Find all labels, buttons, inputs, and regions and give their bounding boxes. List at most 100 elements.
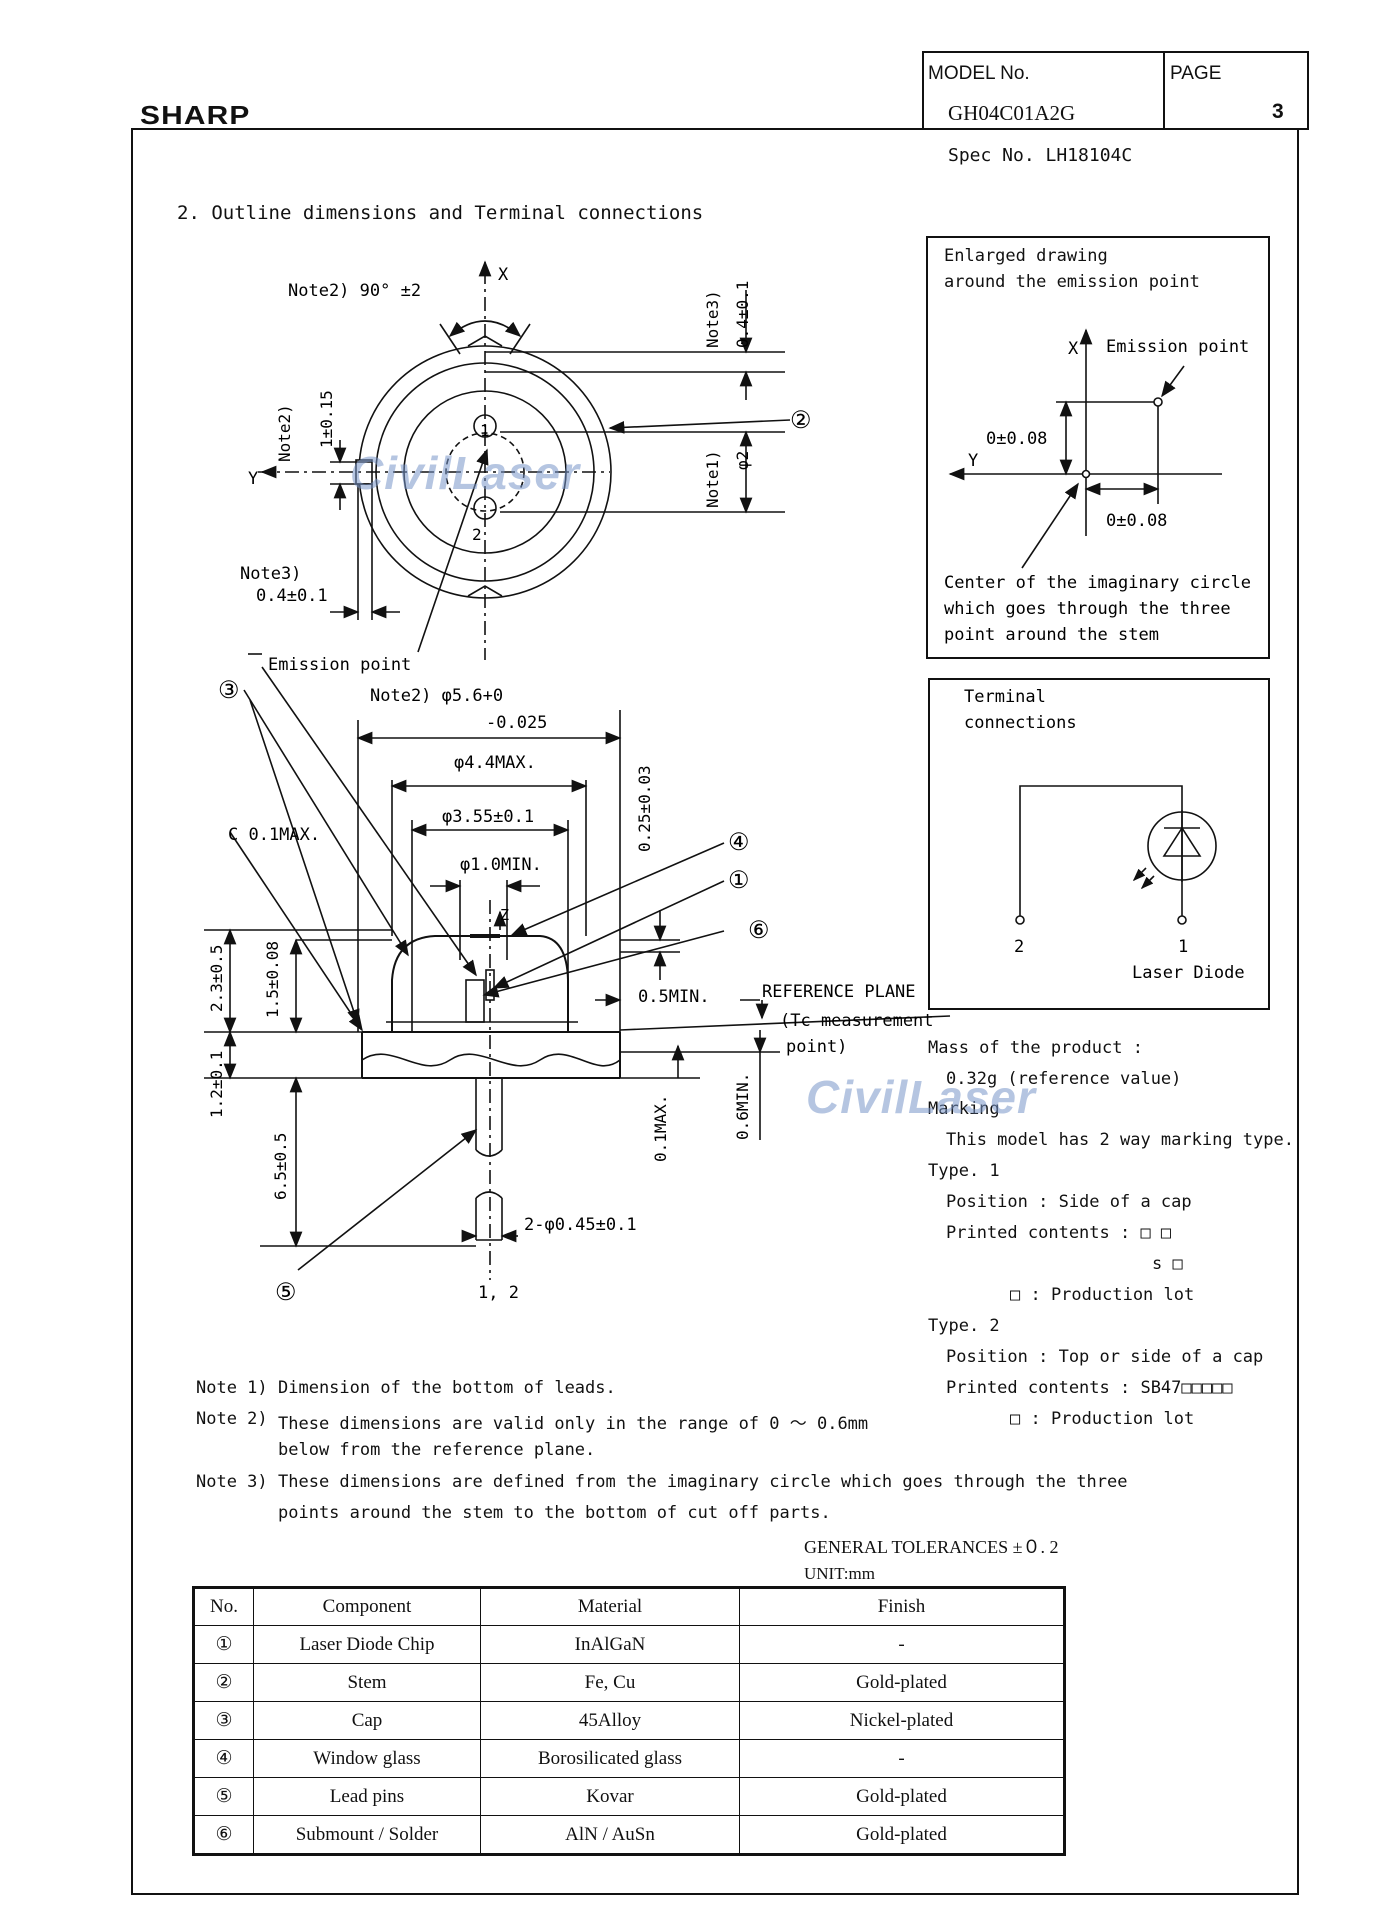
callout-6: ⑥	[748, 916, 770, 944]
enlarged-dim-h: 0±0.08	[1106, 511, 1167, 531]
callout-4: ④	[728, 828, 750, 856]
dim-15: 1.5±0.08	[263, 941, 282, 1018]
terminal-pin1: 1	[1178, 937, 1188, 957]
table-row: ③ Cap 45Alloy Nickel-plated	[193, 1701, 1065, 1740]
note3-text-a: These dimensions are defined from the im…	[278, 1472, 1128, 1492]
parts-table: No. Component Material Finish ① Laser Di…	[192, 1586, 1066, 1856]
page-label: PAGE	[1170, 63, 1222, 84]
row-finish: Gold-plated	[739, 1815, 1065, 1855]
enlarged-center-2: which goes through the three	[944, 599, 1231, 619]
type1-line2: s □	[1152, 1254, 1183, 1274]
dia-10: φ1.0MIN.	[460, 855, 542, 875]
dim-12: 1.2±0.1	[207, 1051, 226, 1118]
row-no: ③	[193, 1701, 254, 1740]
callout-1: ①	[728, 866, 750, 894]
note1-val: φ2	[733, 451, 752, 470]
col-header-no: No.	[193, 1587, 254, 1626]
table-row: ② Stem Fe, Cu Gold-plated	[193, 1663, 1065, 1702]
row-finish: -	[739, 1625, 1065, 1664]
row-material: AlN / AuSn	[480, 1815, 740, 1855]
chamfer: C 0.1MAX.	[228, 825, 320, 845]
terminal-title-1: Terminal	[964, 687, 1046, 707]
row-component: Cap	[253, 1701, 481, 1740]
row-material: InAlGaN	[480, 1625, 740, 1664]
leads-label: 1, 2	[478, 1283, 519, 1303]
callout-2: ②	[790, 406, 812, 434]
enlarged-center-1: Center of the imaginary circle	[944, 573, 1251, 593]
enlarged-emission: Emission point	[1106, 337, 1249, 357]
row-no: ④	[193, 1739, 254, 1778]
terminal-pin2: 2	[1014, 937, 1024, 957]
enlarged-dim-v: 0±0.08	[986, 429, 1047, 449]
col-header-material: Material	[480, 1587, 740, 1626]
ref-plane: REFERENCE PLANE	[762, 982, 916, 1002]
z-axis: Z	[500, 906, 509, 924]
row-no: ⑤	[193, 1777, 254, 1816]
type2-position: Position : Top or side of a cap	[946, 1347, 1264, 1367]
row-material: Borosilicated glass	[480, 1739, 740, 1778]
enlarged-y: Y	[968, 451, 978, 471]
note1-label-text: Note 1)	[196, 1378, 268, 1398]
dia-tol: -0.025	[486, 713, 547, 733]
enlarged-drawing: X Y Emission point 0±0.08 0±0.08 Center …	[944, 328, 1251, 645]
header-box	[922, 51, 1309, 130]
row-finish: -	[739, 1739, 1065, 1778]
dim-01max: 0.1MAX.	[651, 1095, 670, 1162]
axis-x: X	[498, 265, 509, 285]
terminal-diagram: Terminal connections 2 1 Laser Diode	[964, 687, 1245, 983]
table-row: ④ Window glass Borosilicated glass -	[193, 1739, 1065, 1778]
note3-label-text: Note 3)	[196, 1472, 268, 1492]
row-no: ②	[193, 1663, 254, 1702]
marking-title: Marking	[928, 1099, 1000, 1119]
emission-point-label: Emission point	[268, 655, 411, 675]
table-row: ⑤ Lead pins Kovar Gold-plated	[193, 1777, 1065, 1816]
note3-bottom-val: 0.4±0.1	[256, 586, 328, 606]
dim-23: 2.3±0.5	[207, 945, 226, 1012]
section-title: 2. Outline dimensions and Terminal conne…	[177, 202, 704, 224]
row-no: ①	[193, 1625, 254, 1664]
model-label: MODEL No.	[928, 63, 1030, 84]
spec-number: Spec No. LH18104C	[948, 145, 1133, 166]
brand-logo: SHARP	[140, 100, 251, 130]
row-component: Stem	[253, 1663, 481, 1702]
callout-3: ③	[218, 676, 240, 704]
type2-lot: □ : Production lot	[1010, 1409, 1195, 1429]
page-number: 3	[1272, 100, 1284, 123]
header-divider	[1163, 51, 1165, 130]
unit-label: UNIT:mm	[804, 1564, 875, 1583]
enlarged-title-2: around the emission point	[944, 272, 1200, 292]
row-component: Submount / Solder	[253, 1815, 481, 1855]
row-finish: Gold-plated	[739, 1663, 1065, 1702]
col-header-finish: Finish	[739, 1587, 1065, 1626]
note2-label-text: Note 2)	[196, 1409, 268, 1429]
terminal-panel	[928, 678, 1270, 1010]
table-header-row: No. Component Material Finish	[193, 1587, 1065, 1626]
enlarged-title-1: Enlarged drawing	[944, 246, 1108, 266]
mass-value: 0.32g (reference value)	[946, 1069, 1182, 1089]
col-header-component: Component	[253, 1587, 481, 1626]
row-material: Fe, Cu	[480, 1663, 740, 1702]
watermark-top: CivilLaser	[350, 447, 580, 499]
watermark-bottom: CivilLaser	[806, 1071, 1036, 1123]
axis-y: Y	[248, 469, 258, 489]
mass-title: Mass of the product :	[928, 1038, 1143, 1058]
marking-desc: This model has 2 way marking type.	[946, 1130, 1294, 1150]
type1-lot: □ : Production lot	[1010, 1285, 1195, 1305]
enlarged-x: X	[1068, 339, 1079, 359]
note2-text-a: These dimensions are valid only in the r…	[278, 1414, 869, 1434]
note2-dia: Note2) φ5.6+0	[370, 686, 503, 706]
terminal-title-2: connections	[964, 713, 1077, 733]
note1-label: Note1)	[703, 450, 722, 508]
dia-44: φ4.4MAX.	[454, 753, 536, 773]
note3-text-b: points around the stem to the bottom of …	[278, 1503, 831, 1523]
row-finish: Nickel-plated	[739, 1701, 1065, 1740]
note3-top: 0.4±0.1	[733, 281, 752, 348]
row-finish: Gold-plated	[739, 1777, 1065, 1816]
note1-text: Dimension of the bottom of leads.	[278, 1378, 616, 1398]
dia-355: φ3.55±0.1	[442, 807, 534, 827]
pin1-label: 1	[480, 421, 490, 440]
type1-printed: Printed contents : □ □	[946, 1223, 1172, 1243]
enlarged-center-3: point around the stem	[944, 625, 1159, 645]
dim-65: 6.5±0.5	[271, 1133, 290, 1200]
row-no: ⑥	[193, 1815, 254, 1855]
